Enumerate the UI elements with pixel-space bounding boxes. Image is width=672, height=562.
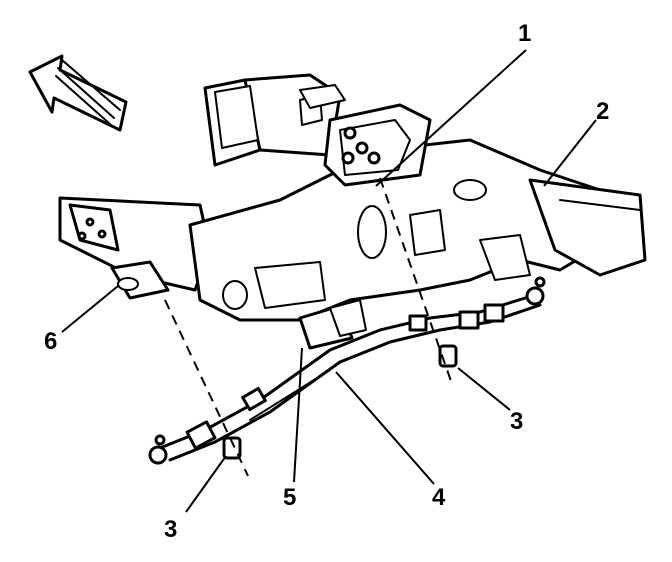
alignment-line-left (164, 299, 249, 477)
leader-3-left (185, 455, 227, 513)
leader-1 (375, 49, 527, 187)
engine-mount-bracket (203, 73, 346, 167)
mount-bracket-left (110, 260, 170, 300)
steering-linkage (148, 276, 546, 465)
callout-5: 5 (283, 484, 297, 511)
crossmember (188, 103, 612, 322)
callout-6: 6 (44, 328, 58, 355)
alignment-line-right (379, 177, 453, 385)
callout-1: 1 (518, 20, 532, 47)
leader-5 (293, 347, 303, 483)
callout-3-left: 3 (164, 516, 178, 543)
frame-rail-left (58, 196, 212, 292)
callout-2: 2 (596, 98, 610, 125)
bushing-left (222, 436, 242, 460)
leader-4 (335, 371, 435, 485)
callout-4: 4 (432, 484, 446, 511)
leader-6 (61, 285, 119, 333)
mount-bracket-center (298, 299, 367, 350)
leader-2 (543, 119, 597, 187)
direction-arrow-icon (28, 54, 128, 132)
callout-3-right: 3 (510, 408, 524, 435)
frame-rail-right (528, 178, 647, 277)
leader-3-right (457, 367, 511, 411)
